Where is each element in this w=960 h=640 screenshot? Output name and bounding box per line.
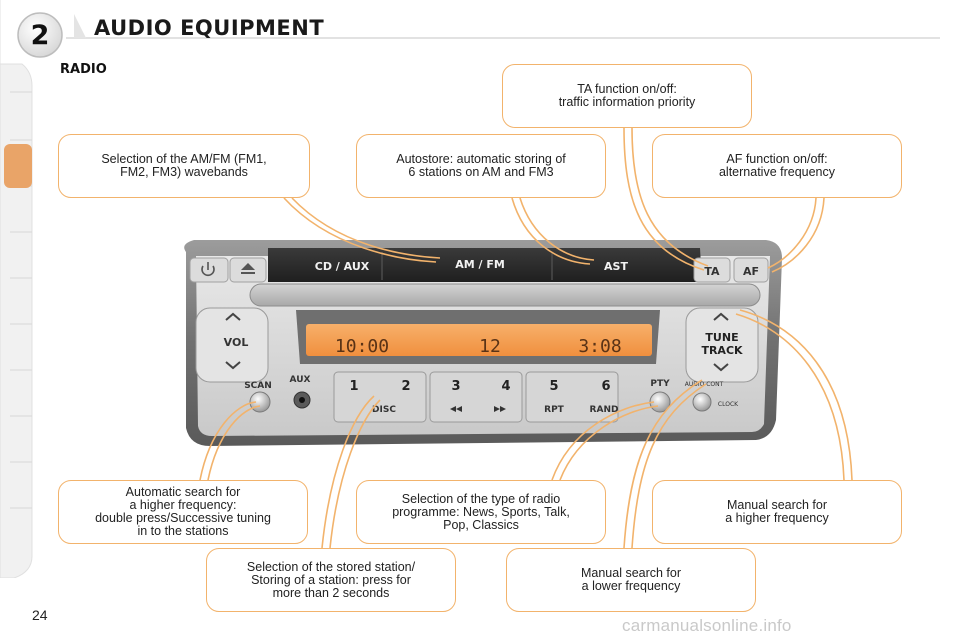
fast-forward-icon — [494, 406, 506, 412]
pty-knob[interactable] — [649, 391, 671, 413]
chapter-tabs — [0, 0, 33, 578]
callout-pty: Selection of the type of radio programme… — [356, 480, 606, 544]
scan-knob[interactable] — [249, 391, 271, 413]
track-label: TRACK — [701, 344, 743, 357]
callout-ta-line-2: traffic information priority — [558, 95, 696, 109]
tune-down-icon — [713, 363, 729, 372]
callout-autostore: Autostore: automatic storing of 6 statio… — [356, 134, 606, 198]
callout-scan-line-2: a higher frequency: — [129, 498, 237, 512]
eject-icon — [241, 263, 255, 274]
callout-autostore-line-1: Autostore: automatic storing of — [396, 152, 566, 166]
callout-wavebands-line-2: FM2, FM3) wavebands — [120, 165, 248, 179]
callout-presets-line-3: more than 2 seconds — [272, 585, 390, 600]
preset-1: 1 — [349, 379, 358, 394]
callout-pty-line-2: programme: News, Sports, Talk, — [392, 504, 570, 519]
callout-ta: TA function on/off: traffic information … — [502, 64, 752, 128]
callout-manual-up-line-2: a higher frequency — [725, 511, 829, 525]
vol-up-icon — [225, 312, 241, 321]
vol-label: VOL — [224, 336, 249, 349]
ast-button[interactable]: AST — [604, 260, 628, 273]
watermark: carmanualsonline.info — [622, 616, 792, 635]
callout-manual-down-line-1: Manual search for — [580, 566, 682, 580]
cd-aux-button[interactable]: CD / AUX — [315, 260, 370, 273]
callout-scan-line-4: in to the stations — [137, 524, 229, 538]
preset-2: 2 — [401, 379, 410, 394]
rpt-label: RPT — [544, 405, 565, 415]
callout-autostore-line-2: 6 stations on AM and FM3 — [408, 165, 554, 179]
vol-down-icon — [225, 361, 241, 370]
clock-label: CLOCK — [718, 401, 739, 408]
section-title: RADIO — [60, 62, 107, 77]
audio-cont-label: AUDIO CONT — [685, 381, 724, 388]
cd-slot — [249, 283, 761, 307]
chapter-number: 2 — [31, 20, 50, 51]
callout-presets-line-1: Selection of the stored station/ — [246, 559, 416, 574]
callout-manual-down-line-2: a lower frequency — [581, 579, 681, 593]
callout-scan: Automatic search for a higher frequency:… — [58, 480, 308, 544]
callout-af-line-1: AF function on/off: — [726, 152, 828, 166]
callout-scan-line-3: double press/Successive tuning — [95, 511, 271, 525]
preset-5: 5 — [549, 379, 558, 394]
display-center: 12 — [479, 336, 501, 357]
tune-up-icon — [713, 312, 729, 321]
preset-3: 3 — [451, 379, 460, 394]
callout-manual-up-line-1: Manual search for — [726, 498, 828, 512]
rewind-icon — [450, 406, 462, 412]
callout-wavebands: Selection of the AM/FM (FM1, FM2, FM3) w… — [58, 134, 310, 198]
disc-label: DISC — [372, 405, 396, 415]
page-number: 24 — [32, 607, 48, 623]
callout-pty-line-1: Selection of the type of radio — [401, 491, 561, 506]
am-fm-button[interactable]: AM / FM — [455, 258, 505, 271]
callout-manual-down: Manual search for a lower frequency — [506, 548, 756, 612]
callout-presets: Selection of the stored station/ Storing… — [206, 548, 456, 612]
preset-6: 6 — [601, 379, 610, 394]
af-label: AF — [743, 265, 759, 278]
callout-af-line-2: alternative frequency — [718, 165, 836, 179]
tune-label: TUNE — [705, 331, 738, 344]
lcd-display — [306, 324, 652, 356]
callout-ta-line-1: TA function on/off: — [577, 82, 677, 96]
pty-label: PTY — [650, 379, 670, 389]
callout-scan-line-1: Automatic search for — [125, 485, 241, 499]
af-button[interactable] — [733, 257, 769, 283]
power-button[interactable] — [189, 257, 229, 283]
callout-manual-up: Manual search for a higher frequency — [652, 480, 902, 544]
active-chapter-tab[interactable] — [4, 144, 32, 188]
rand-label: RAND — [590, 405, 619, 415]
callout-presets-line-2: Storing of a station: press for — [251, 572, 411, 587]
display-left: 10:00 — [335, 336, 389, 357]
display-right: 3:08 — [578, 336, 621, 357]
callout-af: AF function on/off: alternative frequenc… — [652, 134, 902, 198]
callout-pty-line-3: Pop, Classics — [443, 517, 519, 532]
chapter-badge: 2 — [17, 12, 63, 58]
ta-label: TA — [704, 265, 720, 278]
aux-label: AUX — [290, 375, 311, 385]
scan-label: SCAN — [244, 381, 272, 391]
page-title: AUDIO EQUIPMENT — [94, 16, 325, 40]
power-icon — [201, 262, 215, 277]
callout-wavebands-line-1: Selection of the AM/FM (FM1, — [101, 152, 267, 166]
volume-rocker[interactable] — [195, 307, 269, 383]
audio-cont-knob[interactable] — [692, 392, 712, 412]
preset-4: 4 — [501, 379, 510, 394]
